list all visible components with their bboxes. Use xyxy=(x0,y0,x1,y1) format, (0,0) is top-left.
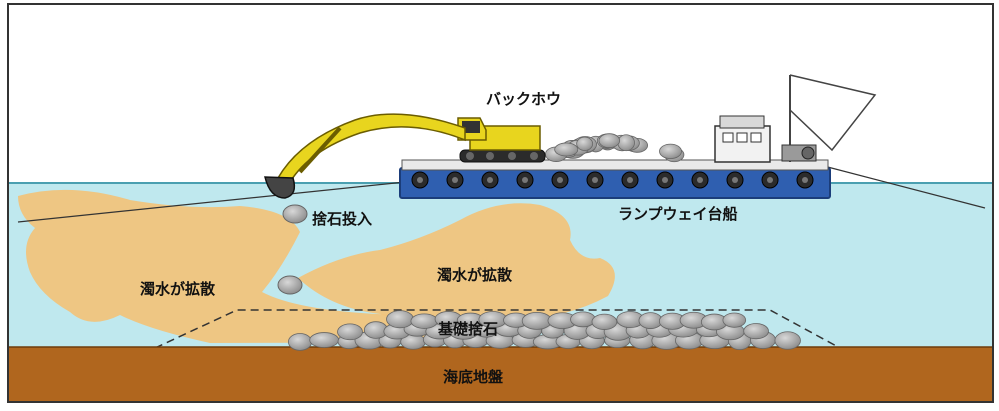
ramp-rigging xyxy=(789,74,877,152)
foundation-stone xyxy=(309,332,340,348)
label-backhoe: バックホウ xyxy=(486,90,561,108)
fender-tire-hub xyxy=(592,177,598,183)
deck-stone xyxy=(554,142,579,157)
mooring-wire-left xyxy=(17,181,406,223)
cabin-window-3 xyxy=(750,132,762,143)
deck-stone xyxy=(659,143,682,160)
foundation-stone xyxy=(743,323,769,340)
foundation-stone xyxy=(337,323,363,341)
barge-fender-tires xyxy=(411,171,814,189)
label-seabed: 海底地盤 xyxy=(443,368,504,386)
track-wheel-1 xyxy=(466,152,474,160)
foundation-stone xyxy=(287,333,313,351)
foundation-stone xyxy=(410,313,438,329)
fender-tire-hub xyxy=(732,177,738,183)
label-turbid-right: 濁水が拡散 xyxy=(437,266,513,284)
excavator-bucket xyxy=(264,176,296,199)
winch-drum xyxy=(801,146,815,160)
fender-tire-hub xyxy=(452,177,458,183)
fender-tire-hub xyxy=(557,177,563,183)
deck-stones xyxy=(545,133,685,163)
excavator-arm xyxy=(298,126,342,174)
turbid-plume-left xyxy=(18,189,520,343)
foundation-stone xyxy=(570,311,596,328)
backhoe-excavator xyxy=(264,113,546,199)
foundation-stone xyxy=(638,312,663,329)
fender-tire-hub xyxy=(802,177,808,183)
fender-tire-hub xyxy=(662,177,668,183)
foundation-stone xyxy=(521,311,552,330)
fender-tire-hub xyxy=(697,177,703,183)
deck-stone xyxy=(598,133,621,148)
barge-deck-rail xyxy=(401,159,829,171)
fender-tire-hub xyxy=(417,177,423,183)
deck-stone xyxy=(617,134,635,152)
deck-stone xyxy=(576,136,594,151)
barge-cabin xyxy=(714,125,771,163)
cabin-window-1 xyxy=(722,132,734,143)
excavator-cab-window xyxy=(462,121,480,133)
track-wheel-2 xyxy=(486,152,494,160)
fender-tire-hub xyxy=(767,177,773,183)
fender-tire-hub xyxy=(522,177,528,183)
seabed-ground xyxy=(9,347,992,401)
foundation-stone xyxy=(722,312,747,328)
foundation-stone xyxy=(591,313,618,330)
foundation-stone xyxy=(774,331,801,350)
rubble-mound-outline xyxy=(154,309,841,349)
foundation-stone xyxy=(386,310,414,329)
label-stone-input: 捨石投入 xyxy=(312,210,372,228)
track-wheel-4 xyxy=(530,152,538,160)
cabin-window-2 xyxy=(736,132,748,143)
label-ramp-barge: ランプウェイ台船 xyxy=(618,205,738,223)
barge-cabin-roof xyxy=(719,115,765,129)
falling-stone-1 xyxy=(282,204,308,224)
track-wheel-3 xyxy=(508,152,516,160)
label-foundation-stone: 基礎捨石 xyxy=(437,320,498,338)
fender-tire-hub xyxy=(487,177,493,183)
foundation-stones xyxy=(287,310,801,351)
mooring-wire-right xyxy=(819,164,986,209)
label-turbid-left: 濁水が拡散 xyxy=(140,280,216,298)
turbid-plume-right xyxy=(298,203,615,325)
falling-stone-2 xyxy=(277,275,303,295)
fender-tire-hub xyxy=(627,177,633,183)
